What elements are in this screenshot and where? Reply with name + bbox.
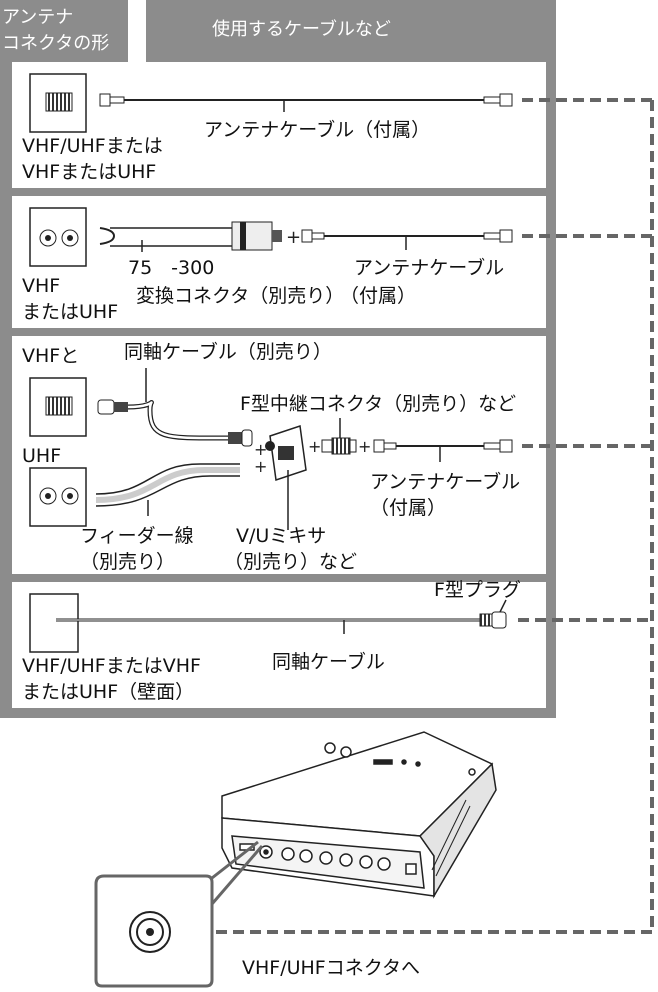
- row1-jack-label-2: VHFまたはUHF: [22, 161, 157, 183]
- tuner-device-illustration: [221, 731, 497, 899]
- row-1-panel: [12, 62, 546, 188]
- header-col2: 使用するケーブルなど: [212, 19, 391, 40]
- row2-converter-label-2: 変換コネクタ（別売り）: [136, 285, 345, 307]
- row3-feeder-label-1: フィーダー線: [80, 525, 194, 547]
- header-col1-bg: [0, 0, 128, 62]
- row3-cable-label-1: アンテナケーブル: [370, 471, 521, 493]
- row3-coax-cable: [97, 368, 253, 447]
- vhf-uhf-connector-icon: [129, 911, 171, 953]
- svg-text:+: +: [286, 227, 301, 248]
- row-4-panel: [12, 582, 546, 708]
- row1-jack-plate-icon: [29, 73, 87, 133]
- row4-wall-plate-icon: [29, 593, 79, 653]
- row2-antenna-cable: [301, 229, 513, 250]
- row4-plug-label: F型プラグ: [434, 579, 521, 601]
- row2-cable-label-1: アンテナケーブル: [354, 257, 505, 279]
- row3-vhf-jack-icon: [29, 377, 87, 437]
- row4-coax-label: 同軸ケーブル: [272, 651, 385, 673]
- row1-jack-label-1: VHF/UHFまたは: [22, 135, 163, 157]
- row2-converter-connector: [99, 221, 282, 252]
- row4-wall-label-2: またはUHF（壁面）: [22, 681, 195, 703]
- header-gap: [128, 0, 146, 62]
- row3-vhf-label: VHFと: [22, 345, 80, 367]
- row3-feeder-wire: [95, 463, 240, 516]
- row3-coax-label: 同軸ケーブル（別売り）: [124, 341, 332, 363]
- row3-mixer-label-2: （別売り）など: [224, 551, 358, 573]
- row3-uhf-jack-icon: [29, 467, 87, 527]
- row3-mixer-label-1: V/Uミキサ: [236, 525, 327, 547]
- row4-wall-label-1: VHF/UHFまたはVHF: [22, 655, 201, 677]
- row-2-panel: [12, 196, 546, 328]
- header-col1-line1: アンテナ: [2, 7, 74, 28]
- row3-feeder-label-2: （別売り）: [80, 551, 176, 573]
- row3-vu-mixer: [265, 425, 307, 530]
- svg-text:+: +: [358, 437, 371, 456]
- row2-jack-label-1: VHF: [22, 275, 61, 297]
- device-connector-label: VHF/UHFコネクタへ: [242, 957, 420, 979]
- row3-uhf-label: UHF: [22, 445, 62, 467]
- dashed-connection-lines: [186, 98, 654, 934]
- row2-jack-plate-icon: [29, 207, 87, 267]
- row3-f-connector-label: F型中継コネクタ（別売り）など: [240, 393, 517, 415]
- row1-antenna-cable: [99, 93, 513, 112]
- svg-text:+: +: [308, 437, 321, 456]
- row3-antenna-cable: [373, 439, 513, 462]
- header-col1-line2: コネクタの形: [2, 33, 110, 54]
- row3-f-connector: [321, 418, 357, 455]
- svg-text:+: +: [254, 457, 267, 476]
- row3-cable-label-2: （付属）: [370, 497, 447, 519]
- row2-jack-label-2: またはUHF: [22, 301, 119, 323]
- row2-converter-label-1: 75 -300: [128, 257, 215, 279]
- row4-coax-cable: [56, 599, 507, 634]
- row2-cable-label-2: （付属）: [340, 285, 417, 307]
- svg-text:+: +: [254, 440, 267, 459]
- row1-cable-label: アンテナケーブル（付属）: [204, 119, 431, 141]
